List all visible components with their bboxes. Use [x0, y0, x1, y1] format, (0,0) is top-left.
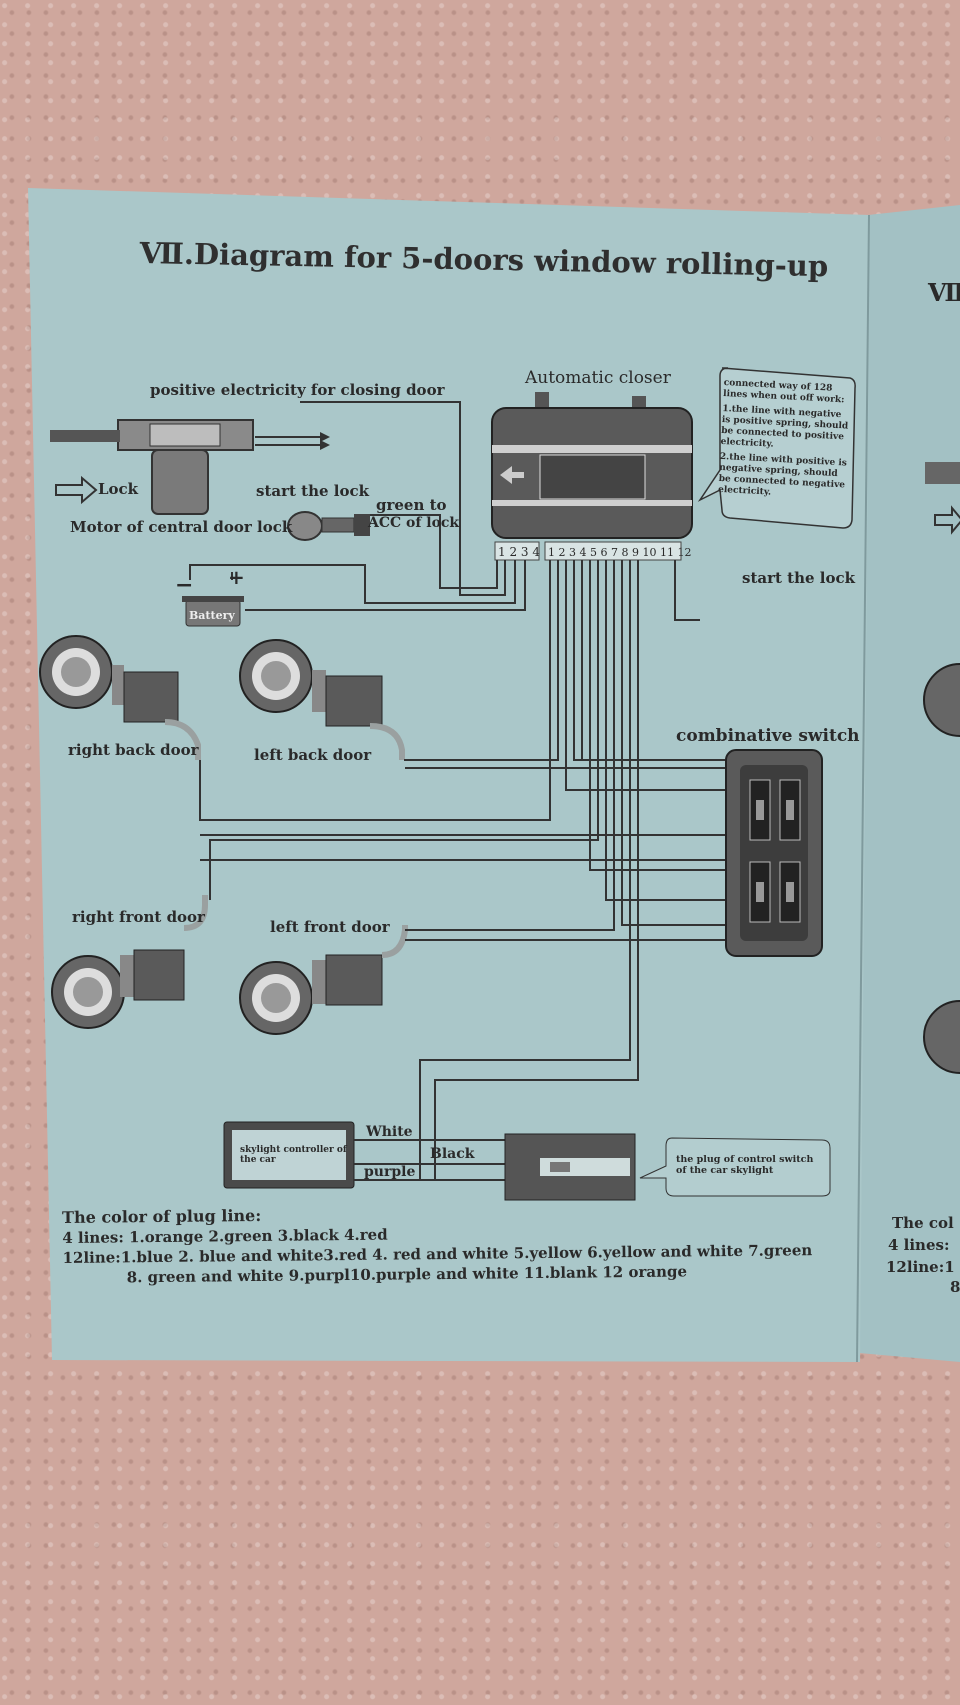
left-back-door-label: left back door	[254, 746, 372, 764]
battery-minus: −	[175, 572, 193, 598]
lock-arrow-icon	[55, 475, 98, 505]
automatic-closer-unit	[491, 392, 693, 561]
start-lock-label-right: start the lock	[742, 569, 856, 587]
green-to-label: green to	[376, 496, 447, 514]
acc-of-lock-label: ACC of lock	[367, 515, 459, 531]
pins-12-label: 1 2 3 4 5 6 7 8 9 10 11 12	[548, 546, 691, 559]
next-page-legend-fragment-4: 8	[950, 1278, 960, 1296]
next-page-fragments	[923, 462, 960, 1074]
combinative-switch	[725, 749, 823, 957]
plug-control-switch-label: the plug of control switch of the car sk…	[676, 1154, 814, 1176]
next-page-legend-fragment-3: 12line:1	[886, 1258, 955, 1276]
battery-label: Battery	[189, 609, 235, 622]
motor-central-lock-label: Motor of central door lock	[70, 518, 293, 536]
positive-electricity-label: positive electricity for closing door	[150, 381, 446, 399]
next-page-title-fragment: Ⅷ	[928, 278, 960, 307]
left-front-door-motor	[239, 954, 383, 1035]
right-front-door-label: right front door	[72, 908, 206, 926]
page-fold	[856, 214, 870, 1363]
left-front-door-label: left front door	[270, 918, 391, 936]
left-back-door-motor	[239, 639, 383, 727]
switch-harness	[199, 560, 725, 1160]
callout-bubble	[697, 367, 856, 529]
next-page-legend-fragment-1: The col	[892, 1214, 954, 1232]
white-wire-label: White	[365, 1124, 413, 1140]
battery	[182, 596, 244, 627]
next-page	[848, 205, 960, 1362]
next-page-legend-fragment-2: 4 lines:	[888, 1236, 950, 1254]
motor-cables	[164, 719, 408, 958]
power-wires	[189, 401, 700, 621]
start-lock-label-left: start the lock	[256, 482, 370, 500]
skylight-controller-box	[223, 1121, 355, 1189]
right-back-door-motor	[39, 635, 179, 723]
central-lock-motor	[50, 419, 330, 515]
plug-color-legend: The color of plug line: 4 lines: 1.orang…	[62, 1200, 843, 1288]
automatic-closer-label: Automatic closer	[524, 368, 672, 388]
plug-callout	[639, 1137, 831, 1197]
black-wire-label: Black	[430, 1146, 475, 1162]
purple-wire-label: purple	[364, 1164, 415, 1180]
pins-4-label: 1 2 3 4	[498, 545, 540, 559]
key-icon	[287, 511, 370, 541]
combinative-switch-label: combinative switch	[676, 726, 860, 746]
skylight-wires	[354, 1139, 505, 1181]
lock-label: Lock	[98, 480, 139, 498]
battery-plus: +	[228, 565, 245, 589]
right-front-door-motor	[51, 949, 185, 1029]
callout-item-1: 1.the line with negative is positive spr…	[720, 403, 849, 450]
callout-text: connected way of 128 lines when out off …	[718, 378, 852, 503]
right-back-door-label: right back door	[68, 741, 200, 759]
skylight-controller-label: skylight controller of the car	[240, 1145, 347, 1165]
skylight-plug	[504, 1133, 636, 1201]
callout-item-2: 2.the line with positive is negative spr…	[717, 451, 848, 498]
